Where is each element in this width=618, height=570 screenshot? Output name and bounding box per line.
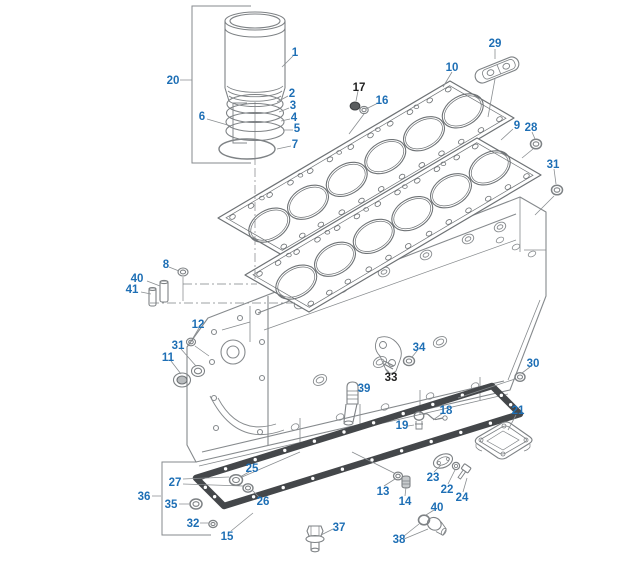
cylinder-liner-drawing xyxy=(150,11,298,304)
callout-34[interactable]: 34 xyxy=(413,342,426,354)
callout-31[interactable]: 31 xyxy=(547,159,560,171)
callout-13[interactable]: 13 xyxy=(377,486,390,498)
callout-26[interactable]: 26 xyxy=(257,496,270,508)
small-parts-drawing xyxy=(148,56,564,553)
callout-35[interactable]: 35 xyxy=(165,499,178,511)
callout-28[interactable]: 28 xyxy=(525,122,538,134)
callout-5[interactable]: 5 xyxy=(294,123,301,135)
callout-21[interactable]: 21 xyxy=(512,405,525,417)
callout-25[interactable]: 25 xyxy=(246,463,259,475)
callout-31[interactable]: 31 xyxy=(172,340,185,352)
callout-brackets xyxy=(161,5,251,536)
callout-20[interactable]: 20 xyxy=(167,75,180,87)
callout-2[interactable]: 2 xyxy=(289,88,295,100)
callout-9[interactable]: 9 xyxy=(514,120,520,132)
callout-40[interactable]: 40 xyxy=(431,502,444,514)
callout-6[interactable]: 6 xyxy=(199,111,205,123)
leader-lines xyxy=(140,49,557,540)
callout-40[interactable]: 40 xyxy=(131,273,144,285)
callout-24[interactable]: 24 xyxy=(456,492,469,504)
callout-32[interactable]: 32 xyxy=(187,518,200,530)
oil-pan-gasket-drawing xyxy=(192,382,524,510)
callout-23[interactable]: 23 xyxy=(427,472,440,484)
callout-14[interactable]: 14 xyxy=(399,496,412,508)
callout-8[interactable]: 8 xyxy=(163,259,170,271)
callout-1[interactable]: 1 xyxy=(292,47,299,59)
callout-30[interactable]: 30 xyxy=(527,358,540,370)
callout-11[interactable]: 11 xyxy=(162,352,175,364)
callout-37[interactable]: 37 xyxy=(333,522,346,534)
callout-3[interactable]: 3 xyxy=(290,100,296,112)
callout-29[interactable]: 29 xyxy=(489,38,502,50)
callout-33[interactable]: 33 xyxy=(385,372,398,384)
callout-17[interactable]: 17 xyxy=(353,82,366,94)
callout-labels: 1234567891011121314151617181920212223242… xyxy=(126,38,560,546)
callout-18[interactable]: 18 xyxy=(440,405,453,417)
callout-12[interactable]: 12 xyxy=(192,319,205,331)
callout-19[interactable]: 19 xyxy=(396,420,409,432)
callout-38[interactable]: 38 xyxy=(393,534,406,546)
callout-7[interactable]: 7 xyxy=(292,139,298,151)
callout-27[interactable]: 27 xyxy=(169,477,182,489)
callout-16[interactable]: 16 xyxy=(376,95,389,107)
callout-22[interactable]: 22 xyxy=(441,484,454,496)
callout-39[interactable]: 39 xyxy=(358,383,371,395)
callout-36[interactable]: 36 xyxy=(138,491,151,503)
head-gaskets-drawing xyxy=(217,80,542,313)
callout-4[interactable]: 4 xyxy=(291,112,298,124)
callout-15[interactable]: 15 xyxy=(221,531,234,543)
callout-41[interactable]: 41 xyxy=(126,284,139,296)
callout-10[interactable]: 10 xyxy=(446,62,459,74)
